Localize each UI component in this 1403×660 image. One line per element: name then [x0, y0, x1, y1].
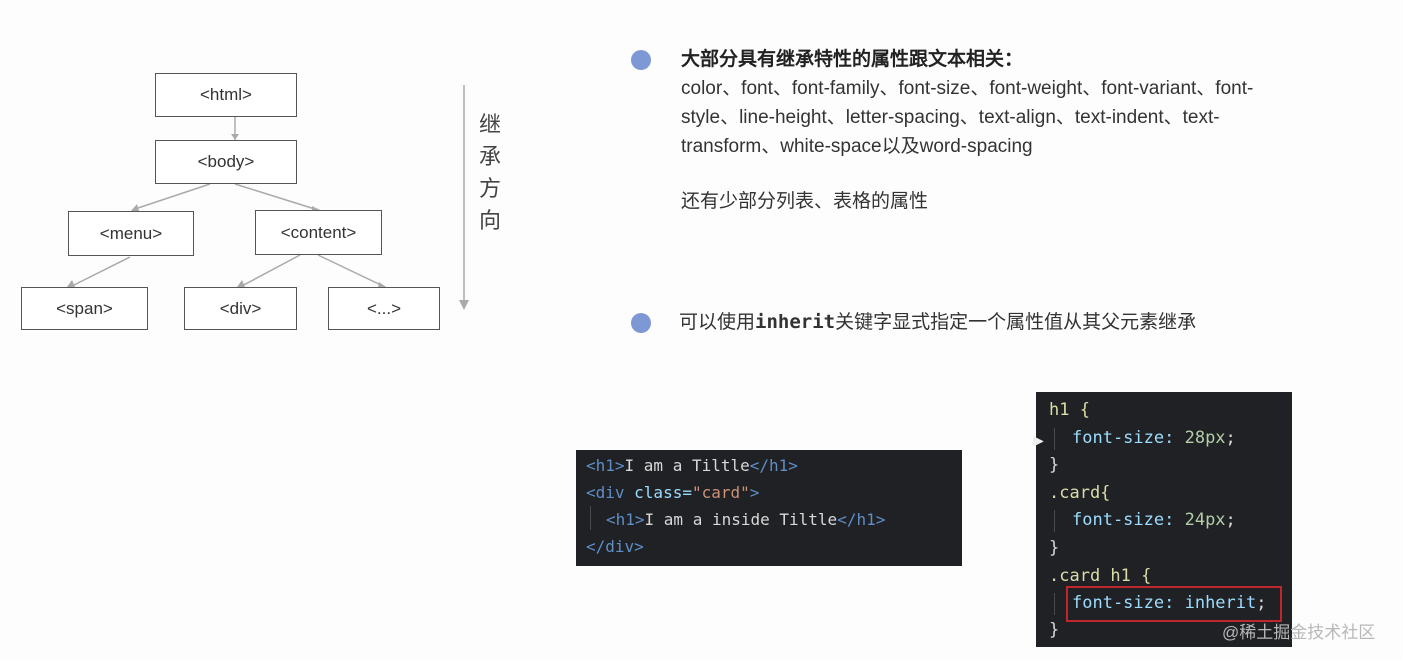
direction-label: 继承方向 — [478, 113, 501, 234]
inherited-line-2: style、line-height、letter-spacing、text-al… — [681, 107, 1220, 128]
html-code-block: <h1>I am a Tiltle</h1> <div class="card"… — [576, 450, 962, 566]
html-code-line-4: </div> — [586, 537, 644, 556]
css-rule-3-close: } — [1049, 620, 1060, 640]
inheritance-tree — [67, 85, 469, 310]
html-code-line-3: <h1>I am a inside Tiltle</h1> — [606, 510, 886, 529]
watermark: @稀土掘金技术社区 — [1222, 623, 1376, 642]
direction-arrow-head — [459, 300, 469, 310]
html-code-line-1: <h1>I am a Tiltle</h1> — [586, 456, 798, 475]
html-code-line-2: <div class="card"> — [586, 483, 760, 502]
css-rule-1-close: } — [1049, 455, 1060, 475]
inherited-heading: 大部分具有继承特性的属性跟文本相关： — [681, 49, 1024, 70]
edge-menu-span — [69, 256, 131, 288]
node-menu: <menu> — [68, 211, 194, 256]
bullet-dot-2 — [631, 313, 651, 333]
css-rule-1-selector: h1 { — [1049, 400, 1090, 420]
node-html: <html> — [155, 73, 297, 117]
inherit-prefix: 可以使用 — [679, 312, 756, 333]
inherited-line-1: color、font、font-family、font-size、font-we… — [681, 78, 1254, 99]
inherit-highlight-box — [1066, 586, 1282, 622]
inherited-line-3: transform、white-space以及word-spacing — [681, 136, 1033, 157]
bullet-inherit-keyword: 可以使用inherit关键字显式指定一个属性值从其父元素继承 — [679, 308, 1196, 337]
node-span: <span> — [21, 287, 148, 330]
mouse-cursor-icon: ▶ — [1033, 432, 1044, 448]
edge-content-div — [239, 254, 301, 288]
edge-body-content — [234, 183, 319, 211]
inherit-suffix: 关键字显式指定一个属性值从其父元素继承 — [835, 312, 1197, 333]
css-rule-2-selector: .card{ — [1049, 483, 1111, 503]
node-content: <content> — [255, 210, 382, 255]
indent-guide — [1054, 428, 1055, 450]
css-rule-3-selector: .card h1 { — [1049, 566, 1152, 586]
css-code-block: h1 { font-size: 28px; } .card{ font-size… — [1036, 392, 1292, 647]
inherit-keyword: inherit — [755, 311, 836, 333]
indent-guide — [1054, 593, 1055, 615]
css-rule-1-decl: font-size: 28px; — [1072, 428, 1236, 448]
node-more: <...> — [328, 287, 440, 330]
css-rule-2-decl: font-size: 24px; — [1072, 510, 1236, 530]
node-div: <div> — [184, 287, 297, 330]
css-rule-3-decl: font-size: inherit; — [1072, 593, 1267, 613]
indent-guide — [590, 506, 591, 530]
node-body: <body> — [155, 140, 297, 184]
edge-body-menu — [131, 183, 211, 211]
inherited-extra: 还有少部分列表、表格的属性 — [681, 191, 929, 212]
indent-guide — [1054, 510, 1055, 532]
bullet-dot-1 — [631, 50, 651, 70]
edge-content-more — [317, 254, 386, 288]
css-rule-2-close: } — [1049, 538, 1060, 558]
bullet-inherited-props: 大部分具有继承特性的属性跟文本相关： color、font、font-famil… — [681, 45, 1341, 161]
